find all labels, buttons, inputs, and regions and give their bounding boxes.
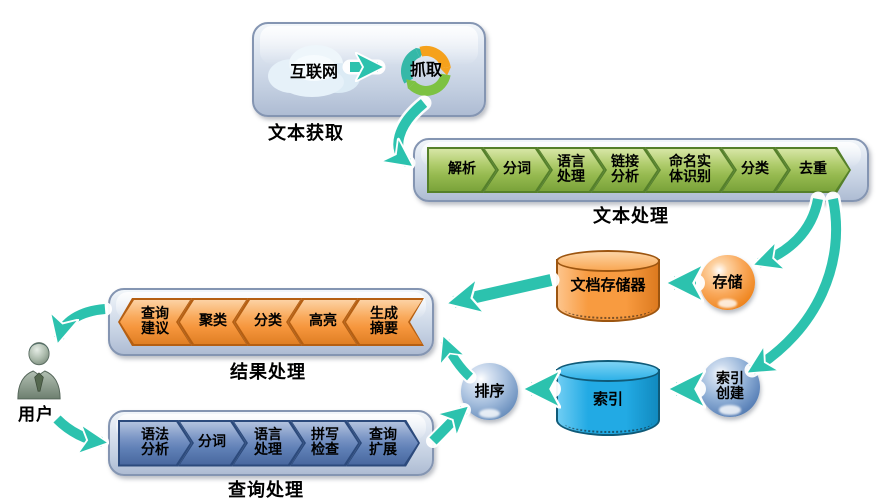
arrow-ranking-to-result-processing — [445, 341, 474, 381]
text-processing-panel: 解析 分词 语言 处理 链接 分析 命名实 体识别 分类 去重 — [413, 138, 869, 202]
step-parse: 解析 — [427, 147, 497, 193]
step-deduplication: 去重 — [775, 147, 851, 193]
arrow-result-processing-to-user — [59, 304, 106, 338]
user-caption: 用户 — [18, 405, 54, 425]
text-acquisition-caption: 文本获取 — [268, 123, 344, 144]
result-processing-caption: 结果处理 — [230, 362, 306, 383]
step-clustering: 聚类 — [178, 298, 248, 346]
text-acquisition-panel: 互联网 抓取 — [252, 22, 486, 117]
arrow-user-to-query-processing — [53, 415, 102, 442]
step-syntax-analysis: 语法 分析 — [118, 420, 192, 467]
text-processing-caption: 文本处理 — [593, 206, 669, 227]
store-sphere: 存储 — [700, 255, 755, 310]
index-creation-sphere: 索引 创建 — [700, 357, 760, 417]
arrow-text-processing-to-index-creation — [752, 197, 842, 370]
arrow-text-processing-to-store — [759, 197, 823, 263]
crawl-cycle-icon — [401, 46, 452, 96]
index-cylinder: 索引 — [556, 360, 660, 436]
query-processing-caption: 查询处理 — [228, 480, 304, 501]
cloud-icon — [268, 45, 360, 97]
document-store-cylinder: 文档存储器 — [556, 250, 660, 322]
result-processing-panel: 查询 建议 聚类 分类 高亮 生成 摘要 — [108, 288, 434, 356]
user-icon — [17, 342, 61, 400]
internet-label: 互联网 — [289, 62, 338, 81]
crawl-label: 抓取 — [409, 60, 442, 79]
ranking-sphere: 排序 — [461, 363, 518, 420]
arrow-document-store-to-result-processing — [454, 274, 553, 302]
arrow-query-processing-to-ranking — [429, 410, 464, 445]
step-named-entity-recognition: 命名实 体识别 — [645, 147, 735, 193]
query-processing-panel: 语法 分析 分词 语言 处理 拼写 检查 查询 扩展 — [108, 410, 434, 476]
step-query-expansion: 查询 扩展 — [346, 420, 420, 467]
step-summary-generation: 生成 摘要 — [344, 298, 424, 346]
